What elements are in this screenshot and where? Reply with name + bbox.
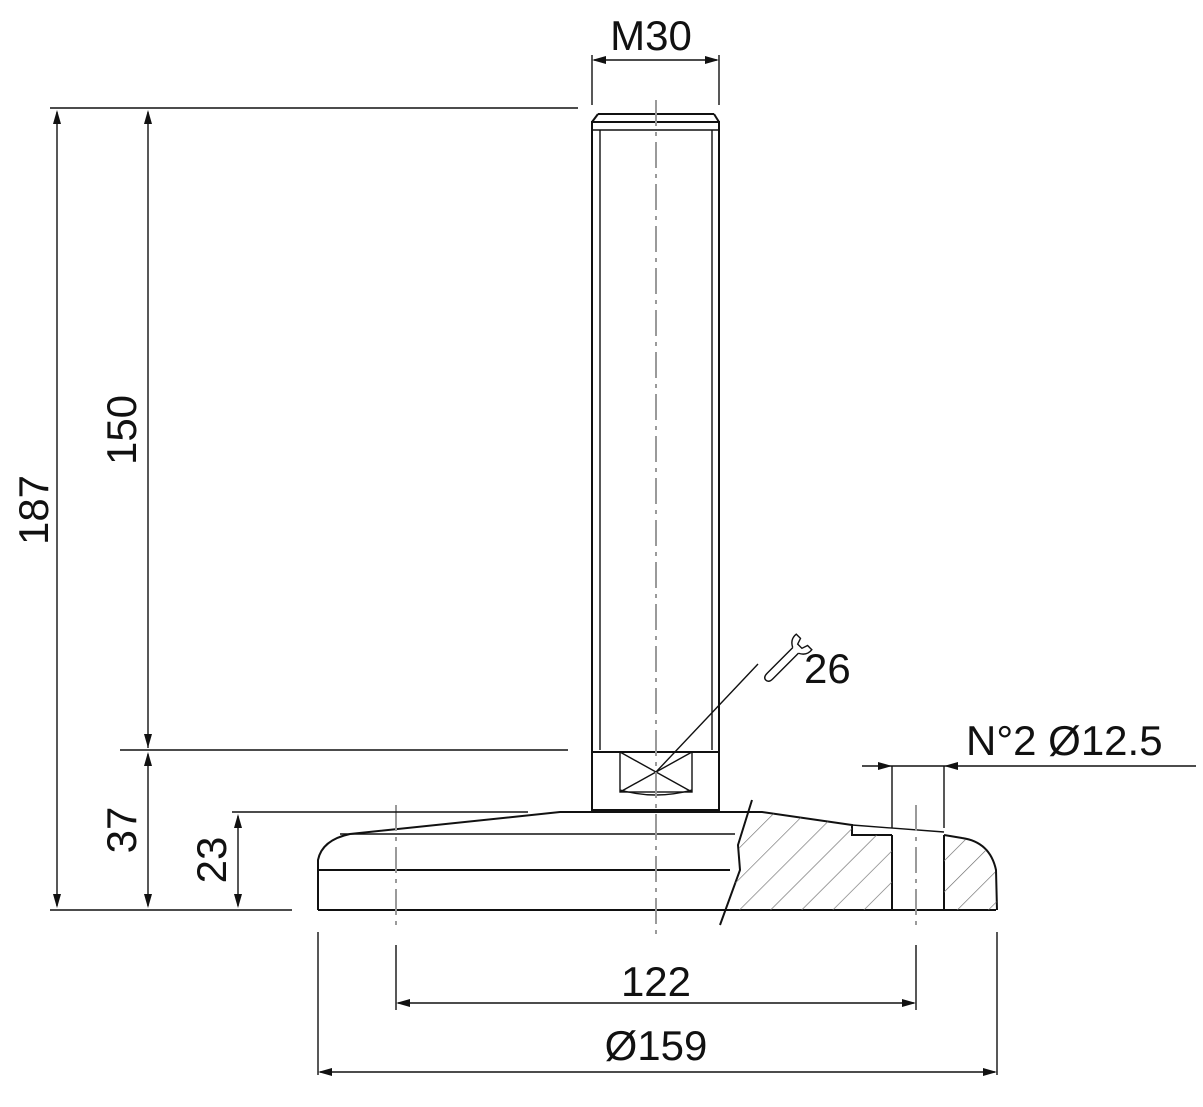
wrench-icon: [764, 633, 813, 682]
dim-plate-height-label: 23: [188, 837, 235, 884]
base-plate: [317, 799, 998, 926]
dim-total-height: 187: [10, 107, 578, 911]
dim-hole-spacing: 122: [395, 945, 917, 1010]
dim-base-diameter: Ø159: [317, 932, 998, 1076]
dim-base-diameter-label: Ø159: [605, 1022, 708, 1069]
dim-wrench-label: 26: [804, 645, 851, 692]
dim-base-height-label: 37: [98, 807, 145, 854]
dim-hole-spacing-label: 122: [621, 958, 691, 1005]
dim-wrench: 26: [655, 633, 851, 773]
dim-total-height-label: 187: [10, 475, 57, 545]
dim-holes: N°2 Ø12.5: [862, 717, 1196, 828]
dim-holes-label: N°2 Ø12.5: [966, 717, 1163, 764]
centerlines: [395, 100, 917, 935]
dim-base-height: 37: [98, 752, 152, 908]
dim-thread-label: M30: [610, 12, 692, 59]
dim-stem-height: 150: [98, 110, 568, 751]
dim-thread: M30: [591, 12, 720, 105]
dim-plate-height: 23: [188, 811, 528, 908]
dim-stem-height-label: 150: [98, 395, 145, 465]
